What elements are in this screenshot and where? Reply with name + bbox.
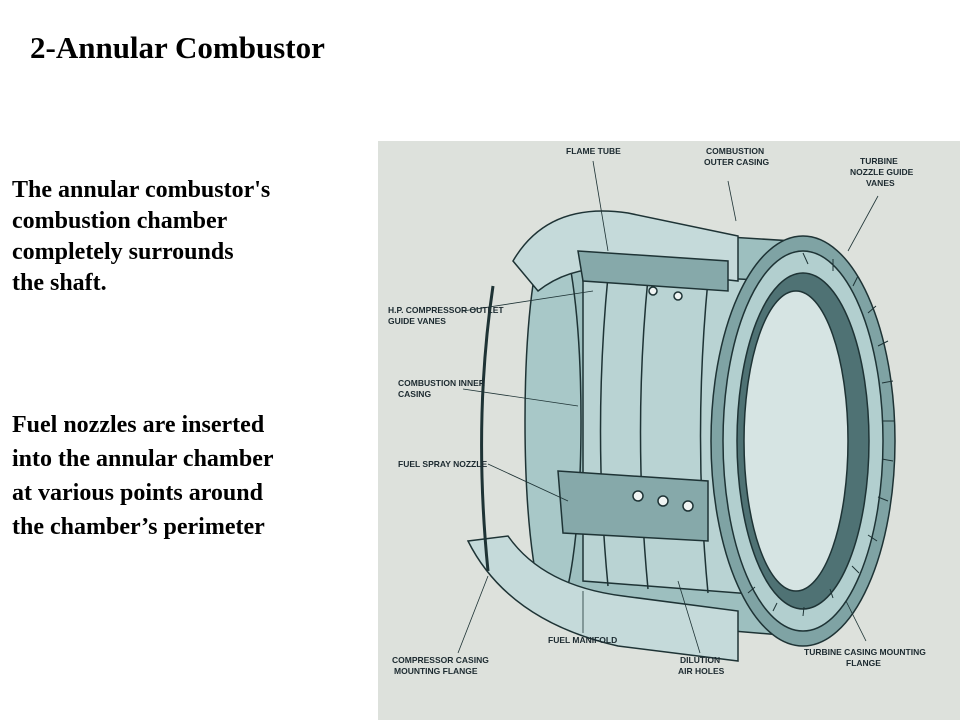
text-line: the chamber’s perimeter <box>12 514 265 540</box>
label-outer-casing: COMBUSTION <box>706 146 764 156</box>
dilution-hole <box>673 291 683 301</box>
text-line: The annular combustor's <box>12 177 271 203</box>
text-line: combustion chamber <box>12 208 228 234</box>
label-turbine-flange: FLANGE <box>846 658 881 668</box>
label-turbine-flange: TURBINE CASING MOUNTING <box>804 647 926 657</box>
dilution-hole <box>682 500 694 512</box>
casing-ring <box>639 277 649 590</box>
leader-hp-compressor <box>462 290 594 312</box>
leader-compressor-flange <box>457 575 489 654</box>
label-compressor-flange: COMPRESSOR CASING <box>392 655 489 665</box>
label-hp-compressor: GUIDE VANES <box>388 316 446 326</box>
casing-ring <box>699 279 709 594</box>
description-text-fuel-nozzles: Fuel nozzles are inserted into the annul… <box>12 408 274 544</box>
text-line: at various points around <box>12 480 263 506</box>
text-line: Fuel nozzles are inserted <box>12 412 265 438</box>
label-fuel-spray-nozzle: FUEL SPRAY NOZZLE <box>398 459 487 469</box>
text-line: completely surrounds <box>12 239 234 265</box>
annular-combustor-diagram: FLAME TUBE COMBUSTION OUTER CASING TURBI… <box>378 141 960 720</box>
label-dilution-holes: DILUTION <box>680 655 720 665</box>
leader-flame-tube <box>592 160 609 252</box>
leader-turbine-flange <box>845 600 867 642</box>
leader-lines <box>457 160 879 654</box>
description-text-shaft: The annular combustor's combustion chamb… <box>12 175 270 299</box>
fuel-nozzle-section <box>557 470 709 542</box>
casing-ring <box>599 275 609 587</box>
label-turbine-nozzle: VANES <box>866 178 895 188</box>
combustor-illustration <box>466 210 896 662</box>
compressor-casing-flange <box>480 285 495 572</box>
dilution-hole <box>657 495 669 507</box>
leader-turbine-nozzle <box>847 195 879 252</box>
label-dilution-holes: AIR HOLES <box>678 666 725 676</box>
label-turbine-nozzle: TURBINE <box>860 156 898 166</box>
vane-marks <box>747 252 894 617</box>
turbine-bore-highlight <box>743 290 849 592</box>
label-hp-compressor: H.P. COMPRESSOR OUTLET <box>388 305 504 315</box>
leader-inner-casing <box>462 388 579 407</box>
label-inner-casing: COMBUSTION INNER <box>398 378 485 388</box>
leader-fuel-spray-nozzle <box>487 463 569 502</box>
label-flame-tube: FLAME TUBE <box>566 146 621 156</box>
diagram-labels: FLAME TUBE COMBUSTION OUTER CASING TURBI… <box>388 146 926 676</box>
label-inner-casing: CASING <box>398 389 431 399</box>
dilution-hole <box>648 286 658 296</box>
page-title: 2-Annular Combustor <box>30 30 325 65</box>
leader-outer-casing <box>727 180 737 222</box>
dilution-hole <box>632 490 644 502</box>
label-outer-casing: OUTER CASING <box>704 157 770 167</box>
label-turbine-nozzle: NOZZLE GUIDE <box>850 167 914 177</box>
label-fuel-manifold: FUEL MANIFOLD <box>548 635 617 645</box>
label-compressor-flange: MOUNTING FLANGE <box>394 666 478 676</box>
text-line: the shaft. <box>12 270 107 296</box>
flame-tube-top-section <box>577 250 729 292</box>
text-line: into the annular chamber <box>12 446 274 472</box>
leader-dilution-holes <box>677 580 701 654</box>
flame-tube-bottom-cutaway <box>466 535 739 662</box>
